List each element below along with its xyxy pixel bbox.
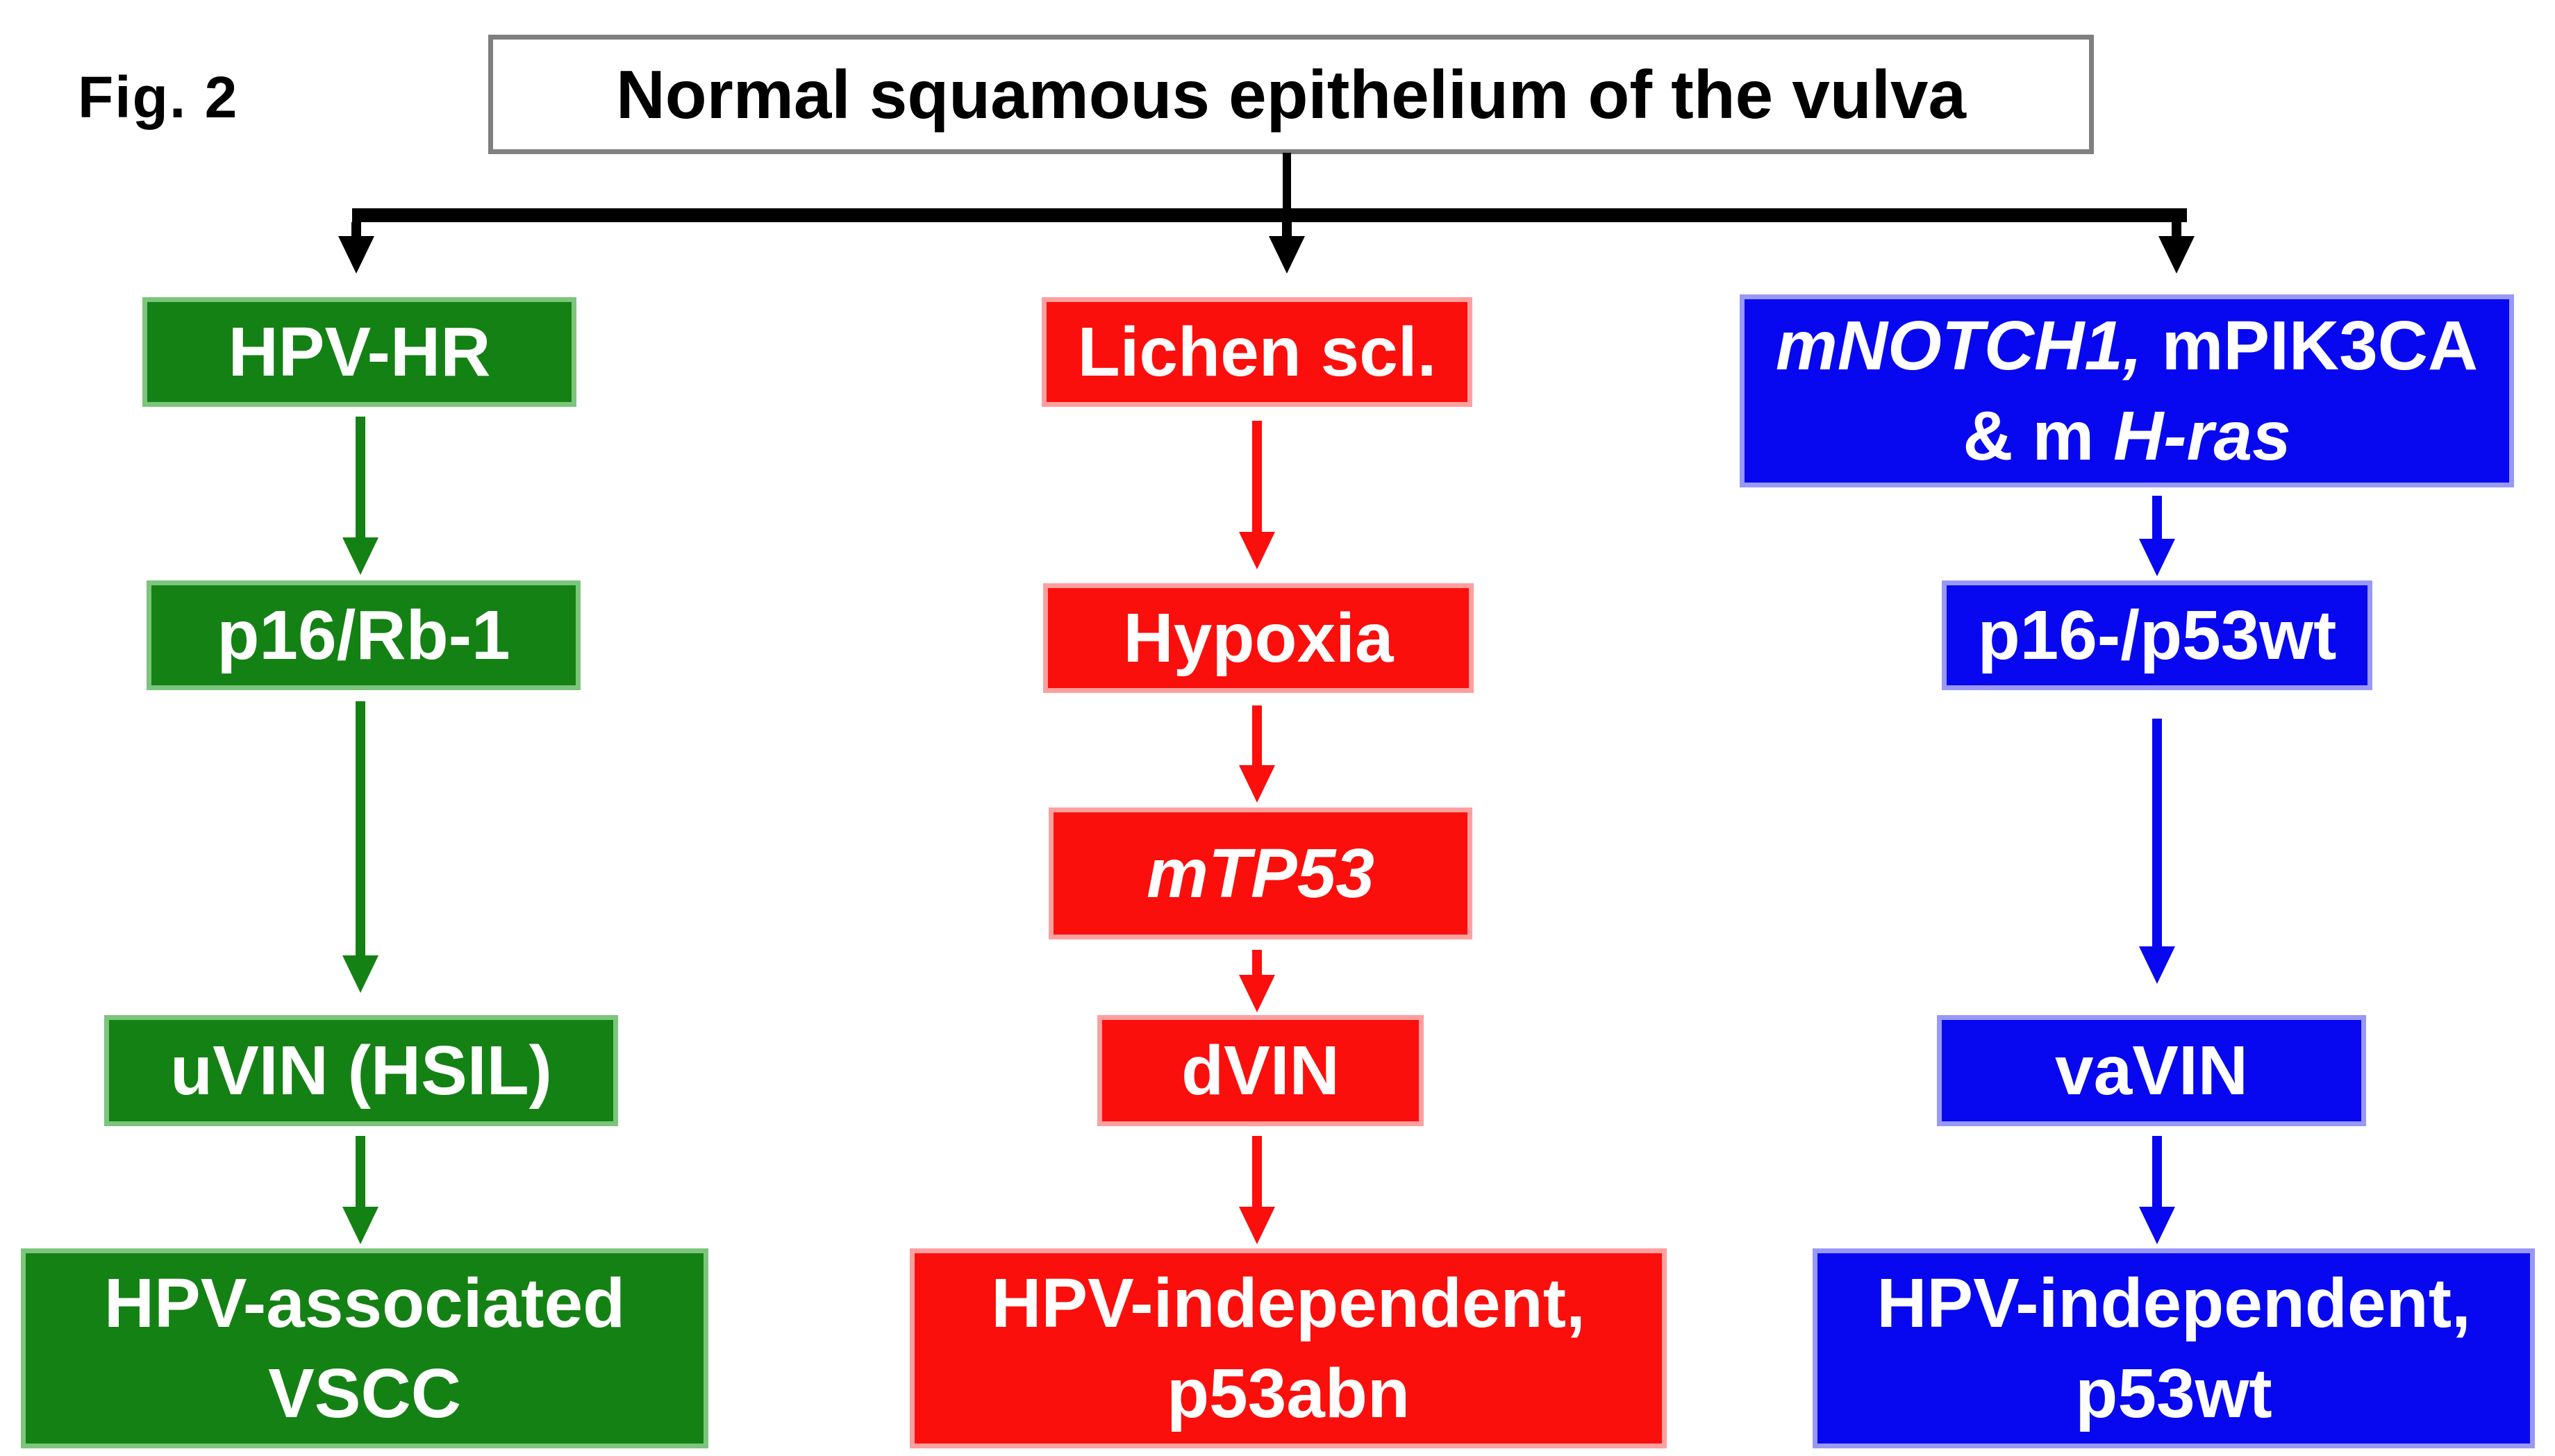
node-hpv-independent-p53wt-line1: HPV-independent, [1876,1264,2471,1342]
red-arrow-4 [1239,1136,1275,1244]
mnotch1-italic: mNOTCH1, [1775,307,2142,385]
node-hpv-associated-vscc-line1: HPV-associated [103,1264,626,1342]
node-lichen-sclerosus: Lichen scl. [1042,297,1472,407]
node-hpv-hr: HPV-HR [142,297,576,407]
node-hpv-independent-p53wt: HPV-independent, p53wt [1813,1248,2535,1448]
node-dvin-label: dVIN [1181,1032,1340,1110]
node-mnotch1-mpik3ca-hras: mNOTCH1, mPIK3CA & m H-ras [1740,294,2514,487]
and-m-regular: & m [1963,397,2114,475]
node-p16-rb1: p16/Rb-1 [147,580,581,690]
root-label: Normal squamous epithelium of the vulva [615,56,1967,133]
green-arrow-2 [342,701,378,993]
node-vavin-label: vaVIN [2055,1032,2248,1110]
node-p16-rb1-label: p16/Rb-1 [217,596,510,674]
node-lichen-sclerosus-label: Lichen scl. [1077,313,1437,391]
node-p16neg-p53wt: p16-/p53wt [1942,580,2372,690]
node-hpv-independent-p53abn-line1: HPV-independent, [991,1264,1586,1342]
node-hpv-associated-vscc: HPV-associated VSCC [21,1248,708,1448]
green-arrow-1 [342,417,378,575]
black-arrow-down-right [2158,222,2195,274]
node-mnotch1-line1: mNOTCH1, mPIK3CA [1776,301,2478,391]
node-hypoxia-label: Hypoxia [1123,599,1394,677]
red-arrow-3 [1239,950,1275,1012]
black-arrow-down-middle [1269,222,1305,274]
node-dvin: dVIN [1097,1015,1424,1126]
node-hpv-hr-label: HPV-HR [228,313,491,391]
node-hpv-independent-p53abn: HPV-independent, p53abn [910,1248,1667,1448]
mpik3ca-regular: mPIK3CA [2142,307,2479,385]
blue-arrow-1 [2139,496,2175,576]
branch-horizontal-bar [352,208,2187,222]
hras-italic: H-ras [2113,397,2291,475]
node-hpv-independent-p53wt-line2: p53wt [2075,1355,2272,1432]
node-normal-squamous-epithelium: Normal squamous epithelium of the vulva [488,35,2094,154]
node-hpv-independent-p53abn-line2: p53abn [1166,1355,1410,1432]
figure-label: Fig. 2 [78,65,239,130]
node-hpv-associated-vscc-line2: VSCC [268,1355,461,1432]
green-arrow-3 [342,1136,378,1244]
black-arrow-down-left [338,222,374,274]
blue-arrow-3 [2139,1136,2175,1244]
red-arrow-2 [1239,705,1275,803]
node-p16neg-p53wt-label: p16-/p53wt [1977,596,2337,674]
node-mnotch1-line2: & m H-ras [1963,391,2290,481]
node-vavin: vaVIN [1937,1015,2366,1126]
node-mtp53: mTP53 [1049,808,1472,939]
blue-arrow-2 [2139,719,2175,984]
node-mtp53-label: mTP53 [1147,835,1374,912]
root-connector-stem [1283,153,1291,210]
node-uvin-hsil: uVIN (HSIL) [104,1015,618,1126]
node-hypoxia: Hypoxia [1043,583,1474,693]
red-arrow-1 [1239,421,1275,569]
node-uvin-hsil-label: uVIN (HSIL) [170,1032,552,1110]
